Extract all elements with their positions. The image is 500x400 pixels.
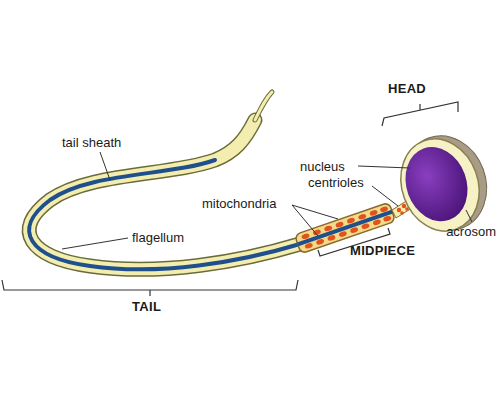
part-heading: HEAD bbox=[388, 82, 426, 96]
part-label: centrioles bbox=[308, 176, 364, 190]
part-label: flagellum bbox=[132, 231, 184, 245]
leader-lines bbox=[62, 152, 472, 249]
brackets bbox=[2, 102, 458, 296]
tail bbox=[29, 92, 300, 269]
part-label: nucleus bbox=[300, 160, 345, 174]
head bbox=[388, 124, 500, 243]
part-label: tail sheath bbox=[62, 136, 121, 150]
part-heading: TAIL bbox=[132, 300, 161, 314]
part-heading: MIDPIECE bbox=[350, 244, 415, 258]
part-label: acrosom bbox=[446, 225, 496, 239]
part-label: mitochondria bbox=[202, 197, 276, 211]
